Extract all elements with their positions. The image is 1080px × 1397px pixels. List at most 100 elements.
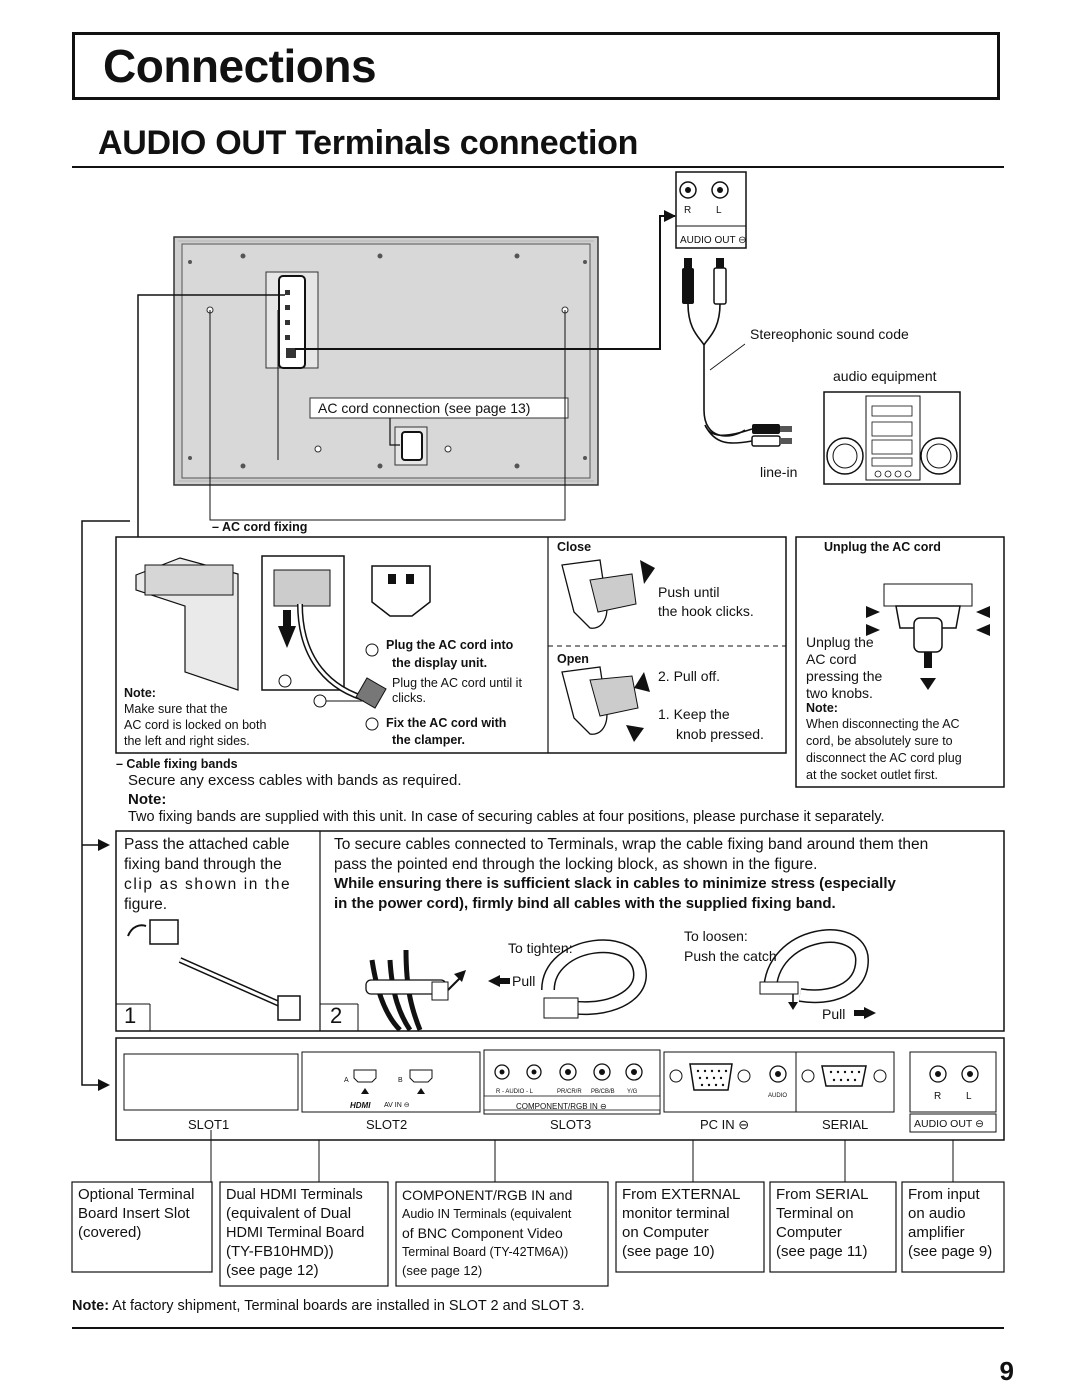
band-left-4: figure. bbox=[124, 896, 168, 913]
label-slot2-5: (see page 12) bbox=[226, 1262, 319, 1279]
comp-pr-label: PR/CR/R bbox=[557, 1089, 582, 1095]
unplug-body-2: AC cord bbox=[806, 651, 857, 667]
label-slot2-2: (equivalent of Dual bbox=[226, 1205, 352, 1222]
audio-out-panel-label: AUDIO OUT ⊖ bbox=[914, 1118, 984, 1130]
step2-title-b: the clamper. bbox=[392, 733, 465, 747]
band-left-2: fixing band through the bbox=[124, 856, 282, 873]
label-slot1-2: Board Insert Slot bbox=[78, 1205, 190, 1222]
ac-fixing-heading: – AC cord fixing bbox=[212, 520, 308, 534]
ac-note-label: Note: bbox=[124, 686, 156, 700]
label-slot2-1: Dual HDMI Terminals bbox=[226, 1187, 363, 1203]
close-body-2: the hook clicks. bbox=[658, 603, 754, 619]
to-tighten-label: To tighten: bbox=[508, 940, 573, 956]
unplug-heading: Unplug the AC cord bbox=[824, 540, 941, 554]
band-bold-1: While ensuring there is sufficient slack… bbox=[334, 875, 896, 892]
to-loosen-label: To loosen: bbox=[684, 928, 748, 944]
audio-equipment-label: audio equipment bbox=[833, 368, 937, 384]
page-number: 9 bbox=[999, 1356, 1014, 1386]
band-left-1: Pass the attached cable bbox=[124, 836, 290, 853]
label-audio-3: amplifier bbox=[908, 1224, 965, 1241]
unplug-note-2: cord, be absolutely sure to bbox=[806, 734, 953, 748]
step1-title-b: the display unit. bbox=[392, 656, 488, 670]
cable-note-label: Note: bbox=[128, 791, 167, 808]
title-rule bbox=[72, 166, 1004, 168]
close-body-1: Push until bbox=[658, 584, 720, 600]
label-slot1-1: Optional Terminal bbox=[78, 1186, 195, 1203]
band-right-2: pass the pointed end through the locking… bbox=[334, 856, 818, 873]
ac-note-line2: AC cord is locked on both bbox=[124, 718, 267, 732]
unplug-note-label: Note: bbox=[806, 701, 838, 715]
loosen-pull-label: Pull bbox=[822, 1006, 846, 1022]
tighten-pull-label: Pull bbox=[512, 973, 536, 989]
label-serial-1: From SERIAL bbox=[776, 1186, 869, 1203]
pc-in-label: PC IN ⊖ bbox=[700, 1117, 750, 1132]
cable-bands-heading: – Cable fixing bands bbox=[116, 757, 238, 771]
unplug-note-1: When disconnecting the AC bbox=[806, 717, 960, 731]
keep-label-1: 1. Keep the bbox=[658, 706, 730, 722]
ac-note-line3: the left and right sides. bbox=[124, 734, 250, 748]
step1-body: Plug the AC cord until it clicks. bbox=[392, 676, 522, 705]
label-slot3-5: (see page 12) bbox=[402, 1263, 483, 1278]
unplug-note-4: at the socket outlet first. bbox=[806, 768, 939, 782]
label-audio-1: From input bbox=[908, 1186, 980, 1203]
slot1-label: SLOT1 bbox=[188, 1117, 230, 1132]
label-slot3-1: COMPONENT/RGB IN and bbox=[402, 1187, 573, 1203]
label-pc-2: monitor terminal bbox=[622, 1205, 730, 1222]
label-serial-2: Terminal on bbox=[776, 1205, 854, 1222]
label-audio-4: (see page 9) bbox=[908, 1243, 993, 1260]
label-slot2-3: HDMI Terminal Board bbox=[226, 1225, 365, 1241]
audio-out-top-label: AUDIO OUT ⊖ bbox=[680, 235, 747, 246]
step1-title-a: Plug the AC cord into bbox=[386, 638, 514, 652]
unplug-body-4: two knobs. bbox=[806, 685, 873, 701]
step2-title-a: Fix the AC cord with bbox=[386, 716, 507, 730]
open-label: Open bbox=[557, 652, 589, 666]
pc-audio-label: AUDIO bbox=[768, 1093, 788, 1099]
hdmi-logo: HDMI bbox=[350, 1101, 371, 1110]
unplug-body-3: pressing the bbox=[806, 668, 883, 684]
label-slot3-2: Audio IN Terminals (equivalent bbox=[402, 1207, 572, 1221]
panel-r-label: R bbox=[934, 1091, 942, 1102]
comp-y-label: Y/G bbox=[627, 1089, 638, 1095]
slot3-label: SLOT3 bbox=[550, 1117, 592, 1132]
hdmi-a-label: A bbox=[344, 1077, 349, 1084]
panel-l-label: L bbox=[966, 1091, 972, 1102]
unplug-body-1: Unplug the bbox=[806, 634, 874, 650]
keep-label-2: knob pressed. bbox=[676, 726, 764, 742]
stereo-cord-label: Stereophonic sound code bbox=[750, 326, 909, 342]
cable-note-body: Two fixing bands are supplied with this … bbox=[128, 809, 885, 825]
ac-cord-connection-label: AC cord connection (see page 13) bbox=[318, 400, 531, 416]
band-step-2: 2 bbox=[330, 1003, 343, 1028]
label-serial-3: Computer bbox=[776, 1224, 842, 1241]
label-pc-1: From EXTERNAL bbox=[622, 1186, 741, 1203]
cable-bands-line1: Secure any excess cables with bands as r… bbox=[128, 772, 462, 789]
label-serial-4: (see page 11) bbox=[776, 1243, 868, 1260]
label-slot1-3: (covered) bbox=[78, 1224, 142, 1241]
comp-pb-label: PB/CB/B bbox=[591, 1089, 615, 1095]
pull-off-label: 2. Pull off. bbox=[658, 668, 721, 684]
slot2-label: SLOT2 bbox=[366, 1117, 408, 1132]
comp-audio-label: R - AUDIO - L bbox=[496, 1089, 534, 1095]
unplug-note-3: disconnect the AC cord plug bbox=[806, 751, 962, 765]
line-in-label: line-in bbox=[760, 464, 798, 480]
label-audio-2: on audio bbox=[908, 1205, 966, 1222]
push-catch-label: Push the catch bbox=[684, 948, 777, 964]
rl-top-r: R bbox=[684, 205, 692, 216]
label-slot2-4: (TY-FB10HMD)) bbox=[226, 1243, 334, 1260]
band-right-1: To secure cables connected to Terminals,… bbox=[334, 836, 929, 853]
rl-top-l: L bbox=[716, 205, 722, 216]
label-pc-3: on Computer bbox=[622, 1224, 709, 1241]
label-pc-4: (see page 10) bbox=[622, 1243, 715, 1260]
label-slot3-4: Terminal Board (TY-42TM6A)) bbox=[402, 1245, 569, 1259]
band-bold-2: in the power cord), firmly bind all cabl… bbox=[334, 895, 836, 912]
label-slot3-3: of BNC Component Video bbox=[402, 1225, 563, 1241]
page-title: Connections bbox=[103, 40, 377, 92]
ac-note-line1: Make sure that the bbox=[124, 702, 228, 716]
component-panel-label: COMPONENT/RGB IN ⊖ bbox=[516, 1102, 607, 1111]
serial-label: SERIAL bbox=[822, 1117, 869, 1132]
hdmi-b-label: B bbox=[398, 1077, 403, 1084]
close-label: Close bbox=[557, 540, 592, 554]
footer-note: Note: At factory shipment, Terminal boar… bbox=[72, 1298, 585, 1314]
title-box: Connections bbox=[72, 32, 1000, 100]
section-title: AUDIO OUT Terminals connection bbox=[98, 124, 639, 162]
